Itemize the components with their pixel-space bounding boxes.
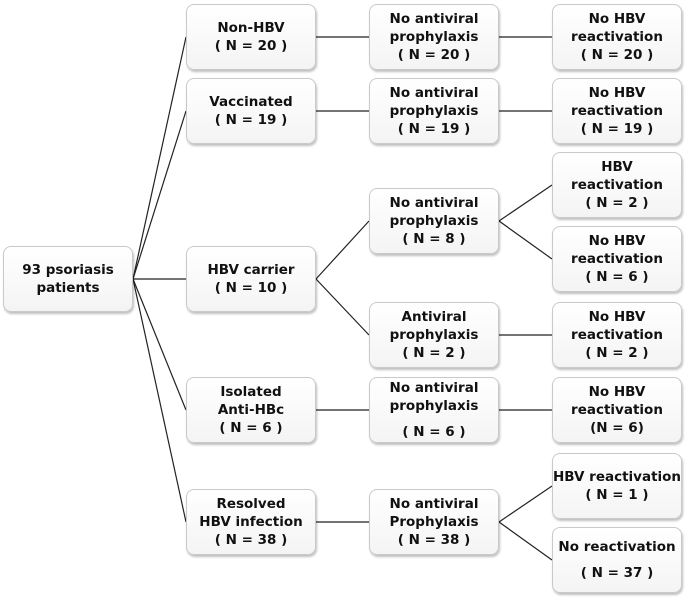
connector [315,220,370,280]
prophylaxis-label: No antiviral [389,380,479,396]
prophylaxis-label-line2: prophylaxis [389,327,479,343]
prophylaxis-node-1: No antiviral prophylaxis ( N = 20 ) [369,4,499,70]
connector [498,220,553,260]
prophylaxis-label: No antiviral [389,11,479,27]
outcome-label: HBV reactivation [552,469,682,485]
prophylaxis-count: ( N = 38 ) [397,532,471,548]
group-label: Isolated [220,384,282,400]
group-vaccinated: Vaccinated ( N = 19 ) [186,78,316,144]
group-label: Non-HBV [217,20,285,36]
prophylaxis-node-5: No antiviral prophylaxis ( N = 6 ) [369,377,499,443]
group-resolved-hbv: Resolved HBV infection ( N = 38 ) [186,489,316,555]
outcome-node-1: No HBV reactivation ( N = 20 ) [552,4,682,70]
outcome-label: No HBV [588,11,646,27]
group-isolated-anti-hbc: Isolated Anti-HBc ( N = 6 ) [186,377,316,443]
outcome-count: ( N = 6 ) [585,269,649,285]
outcome-count: ( N = 1 ) [585,487,649,503]
root-label-line1: 93 psoriasis [22,262,114,278]
group-count: ( N = 19 ) [214,112,288,128]
outcome-label-line2: reactivation [571,177,663,193]
group-hbv-carrier: HBV carrier ( N = 10 ) [186,246,316,312]
connector [498,521,553,561]
prophylaxis-count: ( N = 6 ) [402,424,466,440]
connector [132,278,187,411]
group-count: ( N = 38 ) [214,532,288,548]
root-node: 93 psoriasis patients [3,246,133,312]
group-count: ( N = 20 ) [214,38,288,54]
group-label: Vaccinated [209,94,293,110]
group-label-line2: HBV infection [199,514,303,530]
outcome-node-4: No HBV reactivation ( N = 6 ) [552,226,682,292]
connector [498,485,553,523]
prophylaxis-count: ( N = 8 ) [402,231,466,247]
prophylaxis-node-4: Antiviral prophylaxis ( N = 2 ) [369,302,499,368]
group-non-hbv: Non-HBV ( N = 20 ) [186,4,316,70]
connector [315,278,370,336]
prophylaxis-label-line2: Prophylaxis [389,514,479,530]
group-count: ( N = 10 ) [214,280,288,296]
outcome-node-3: HBV reactivation ( N = 2 ) [552,152,682,218]
prophylaxis-count: ( N = 20 ) [397,47,471,63]
outcome-count: ( N = 2 ) [585,195,649,211]
outcome-label-line2: reactivation [571,327,663,343]
prophylaxis-label-line2: prophylaxis [389,398,479,414]
prophylaxis-label: Antiviral [401,309,467,325]
outcome-node-7: HBV reactivation ( N = 1 ) [552,453,682,519]
prophylaxis-node-2: No antiviral prophylaxis ( N = 19 ) [369,78,499,144]
outcome-count: ( N = 19 ) [580,121,654,137]
outcome-node-2: No HBV reactivation ( N = 19 ) [552,78,682,144]
prophylaxis-label-line2: prophylaxis [389,213,479,229]
prophylaxis-label: No antiviral [389,85,479,101]
outcome-count: (N = 6) [590,420,644,436]
connector [132,278,187,523]
outcome-label-line2: reactivation [571,29,663,45]
group-label: HBV carrier [207,262,295,278]
group-label: Resolved [216,496,286,512]
outcome-count: ( N = 2 ) [585,345,649,361]
prophylaxis-label: No antiviral [389,195,479,211]
root-label-line2: patients [36,280,100,296]
prophylaxis-node-3: No antiviral prophylaxis ( N = 8 ) [369,188,499,254]
outcome-label: HBV [601,159,633,175]
prophylaxis-count: ( N = 19 ) [397,121,471,137]
outcome-label: No HBV [588,85,646,101]
outcome-count: ( N = 37 ) [580,565,654,581]
connector [498,184,553,222]
outcome-count: ( N = 20 ) [580,47,654,63]
connector [132,110,187,280]
group-label-line2: Anti-HBc [217,402,285,418]
outcome-label: No reactivation [558,539,676,555]
group-count: ( N = 6 ) [219,420,283,436]
prophylaxis-count: ( N = 2 ) [402,345,466,361]
connector [132,36,187,280]
outcome-node-6: No HBV reactivation (N = 6) [552,377,682,443]
outcome-node-5: No HBV reactivation ( N = 2 ) [552,302,682,368]
outcome-label-line2: reactivation [571,251,663,267]
outcome-label-line2: reactivation [571,103,663,119]
prophylaxis-label-line2: prophylaxis [389,103,479,119]
outcome-label: No HBV [588,233,646,249]
outcome-node-8: No reactivation ( N = 37 ) [552,527,682,593]
prophylaxis-label: No antiviral [389,496,479,512]
outcome-label: No HBV [588,384,646,400]
outcome-label: No HBV [588,309,646,325]
prophylaxis-label-line2: prophylaxis [389,29,479,45]
prophylaxis-node-6: No antiviral Prophylaxis ( N = 38 ) [369,489,499,555]
outcome-label-line2: reactivation [571,402,663,418]
